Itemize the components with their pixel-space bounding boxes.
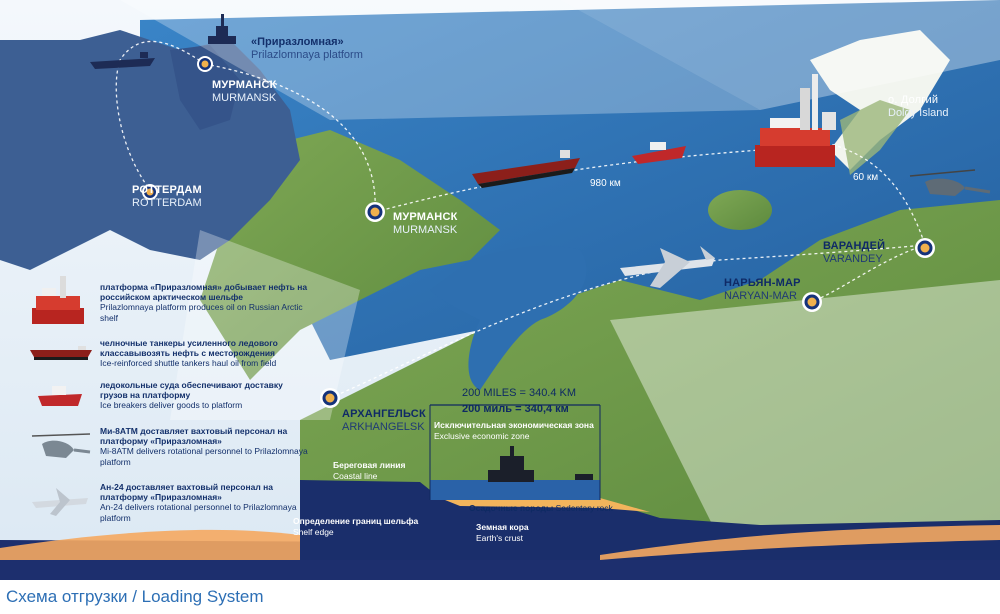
legend-item-icebreaker: ледокольные суда обеспечивают доставку г… (100, 380, 283, 411)
icebreaker-on-map-icon (632, 142, 686, 164)
distance-island-label: 60 км (853, 172, 879, 183)
miles-en-label: 200 MILES = 340.4 KM (462, 387, 577, 399)
platform-label-en: Prilazlomnaya platform (251, 48, 363, 61)
page-caption: Схема отгрузки / Loading System (6, 587, 264, 606)
land-mainland (300, 200, 1000, 540)
legend-item-platform: платформа «Приразломная» добывает нефть … (100, 282, 308, 323)
coast-en-label: Coastal line (333, 471, 378, 481)
city-arkhangelsk: АРХАНГЕЛЬСК ARKHANGELSK (342, 408, 426, 433)
crust-en-label: Earth's crust (476, 533, 523, 543)
city-dolgy-island: о. Долгий Dolgy Island (888, 94, 949, 119)
eez-ru-label: Исключительная экономическая зона (434, 420, 594, 430)
platform-icon (32, 276, 84, 324)
cross-section-platform-icon (488, 446, 593, 482)
shelf-ru-label: Определение границ шельфа (293, 516, 419, 526)
distance-route-label: 980 км (590, 178, 621, 189)
city-rotterdam: РОТТЕРДАМ ROTTERDAM (132, 184, 202, 209)
routes (115, 40, 926, 399)
icebreaker-icon (38, 386, 82, 406)
legend-item-helicopter: Ми-8АТМ доставляет вахтовый персонал на … (100, 426, 308, 467)
tanker-on-map-icon (472, 150, 580, 188)
platform-top-icon (208, 14, 236, 44)
miles-ru-label: 200 миль = 340,4 км (462, 403, 569, 415)
crust-ru-label: Земная кора (476, 522, 529, 532)
city-varandey: ВАРАНДЕЙ VARANDEY (823, 240, 886, 265)
city-markers (142, 56, 935, 408)
platform-label: «Приразломная» Prilazlomnaya platform (251, 36, 363, 61)
helicopter-on-map-icon (909, 169, 991, 196)
overlay-right (610, 280, 1000, 540)
plane-icon (32, 488, 88, 516)
map-graphic (0, 0, 1000, 580)
tanker-icon (30, 346, 92, 360)
city-murmansk-top: МУРМАНСК MURMANSK (212, 79, 277, 104)
helicopter-icon (31, 433, 91, 458)
coast-ru-label: Береговая линия (333, 460, 406, 470)
sedentary-label: Осадочные породы Sedentary rock (469, 503, 613, 513)
loading-system-map: «Приразломная» Prilazlomnaya platform МУ… (0, 0, 1000, 580)
cross-section-water (430, 480, 600, 500)
sedentary-rock (440, 498, 650, 512)
platform-label-ru: «Приразломная» (251, 36, 344, 48)
plane-on-map-icon (620, 246, 715, 288)
legend-item-plane: Ан-24 доставляет вахтовый персонал на пл… (100, 482, 297, 523)
sed-en-label: Sedentary rock (555, 503, 613, 513)
city-naryan-mar: НАРЬЯН-МАР NARYAN-MAR (724, 277, 801, 302)
kolguev-island (708, 190, 772, 230)
shelf-en-label: Shelf edge (293, 527, 334, 537)
legend-item-tanker: челночные танкеры усиленного ледового кл… (100, 338, 278, 369)
ship-europe-icon (90, 52, 155, 69)
white-sea (430, 245, 587, 390)
city-murmansk: МУРМАНСК MURMANSK (393, 211, 458, 236)
prirazlomnaya-platform-icon (755, 74, 836, 167)
sed-ru-label: Осадочные породы (469, 503, 554, 513)
eez-en-label: Exclusive economic zone (434, 431, 530, 441)
